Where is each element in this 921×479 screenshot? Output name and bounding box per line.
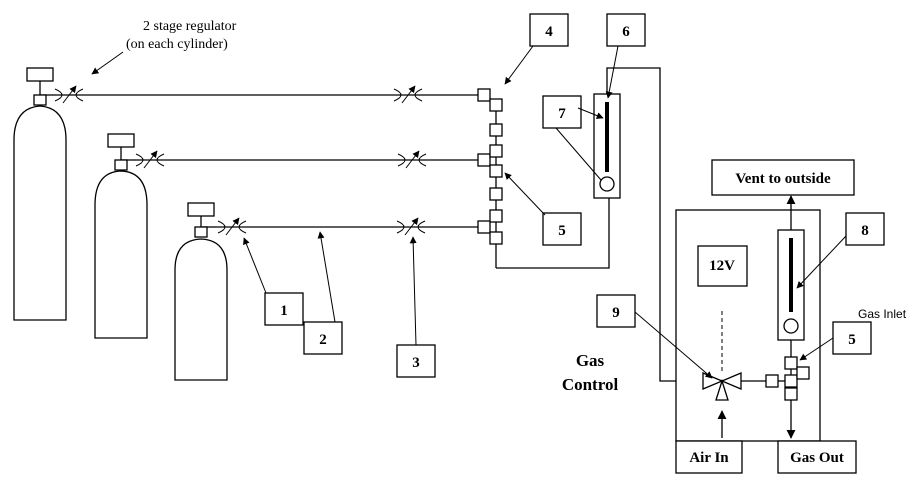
flowmeter [593, 67, 703, 382]
svg-text:5: 5 [558, 223, 566, 239]
gas-out-box [777, 440, 857, 474]
gas-line-3 [216, 218, 478, 235]
svg-text:1: 1 [280, 303, 288, 319]
callout-6: 6 [605, 13, 646, 99]
vent-box [711, 159, 855, 196]
callout-7: 7 [542, 95, 604, 181]
svg-text:8: 8 [861, 223, 869, 239]
callout-1: 1 [243, 237, 304, 326]
gas-inlet-annotation: Gas Inlet [858, 307, 907, 321]
regulator-annotation-line-1: 2 stage regulator [143, 19, 237, 34]
gas-cylinder-1 [13, 67, 67, 321]
vent-label: Vent to outside [735, 171, 831, 187]
callout-3: 3 [396, 236, 436, 378]
regulator-annotation-line-2: (on each cylinder) [126, 37, 228, 52]
callout-5-output: 5 [799, 321, 872, 361]
caption-line-1: Gas [576, 351, 605, 370]
svg-text:3: 3 [412, 355, 420, 371]
gas-out-label: Gas Out [790, 450, 844, 466]
voltage-label: 12V [709, 258, 735, 274]
callout-4: 4 [504, 13, 569, 85]
callout-2: 2 [303, 231, 343, 355]
callout-9: 9 [596, 294, 713, 379]
svg-text:2: 2 [319, 332, 327, 348]
gas-line-1 [55, 86, 478, 103]
callout-5: 5 [504, 172, 582, 246]
caption-line-2: Control [562, 375, 619, 394]
callout-8: 8 [796, 212, 885, 289]
svg-text:9: 9 [612, 305, 620, 321]
gas-control-enclosure [675, 195, 821, 442]
gas-cylinder-2 [94, 133, 148, 339]
svg-text:6: 6 [622, 24, 630, 40]
svg-text:5: 5 [848, 332, 856, 348]
svg-text:4: 4 [545, 24, 553, 40]
air-in-label: Air In [689, 450, 729, 466]
manifold [477, 88, 610, 269]
gas-line-2 [136, 151, 478, 168]
svg-text:7: 7 [558, 106, 566, 122]
air-in-box [675, 440, 743, 474]
gas-cylinder-3 [174, 202, 228, 381]
voltage-box [697, 245, 748, 287]
